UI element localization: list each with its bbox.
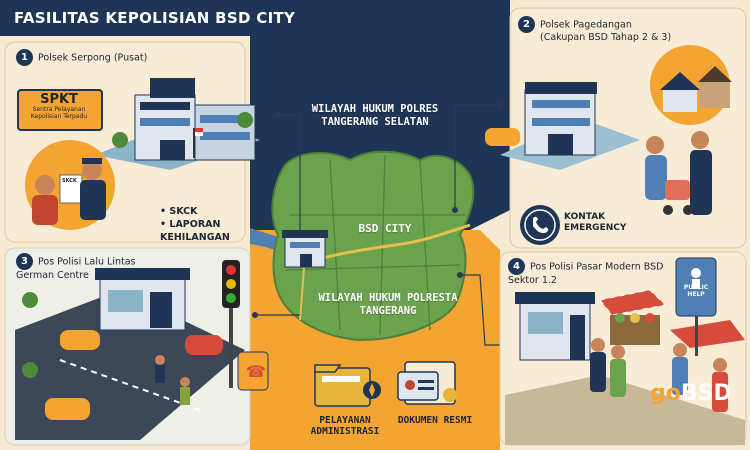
- dokumen-label: DOKUMEN RESMI: [397, 415, 473, 426]
- pasar-modern-scene: [505, 257, 745, 445]
- bsd-map-area: [271, 150, 475, 342]
- item-2-name: Polsek Pagedangan: [540, 19, 632, 31]
- folder-icon-graphic: [314, 364, 381, 407]
- skck-doc-label: SKCK: [62, 178, 77, 184]
- map-label-center: BSD CITY: [358, 222, 412, 235]
- item-4-name: Pos Polisi Pasar Modern BSD Sektor 1.2: [508, 261, 664, 286]
- polsek-pagedangan-building: [485, 82, 640, 170]
- map-label-south: WILAYAH HUKUM POLRESTA TANGERANG: [318, 292, 458, 318]
- item-2-note: (Cakupan BSD Tahap 2 & 3): [540, 32, 672, 43]
- spkt-line2: Kepolisian Terpadu: [30, 112, 88, 120]
- emergency-contact-label: KONTAK EMERGENCY: [564, 212, 627, 233]
- help-sign-line1: PUBLIC: [683, 284, 709, 291]
- item-2-number: 2: [518, 16, 535, 33]
- item-1-number: 1: [16, 49, 33, 66]
- gobsd-logo-bsd: BSD: [680, 381, 732, 406]
- gobsd-logo-go: go: [650, 381, 681, 406]
- intercom-icon: ☎: [246, 362, 266, 381]
- gobsd-logo: goBSD: [650, 383, 732, 405]
- service-list: SKCK LAPORAN KEHILANGAN: [160, 206, 250, 244]
- help-sign-line2: HELP: [687, 290, 705, 298]
- item-3-number: 3: [16, 253, 33, 270]
- spkt-line1: Sentra Pelayanan: [32, 106, 86, 114]
- item-2-label: 2 Polsek Pagedangan (Cakupan BSD Tahap 2 …: [518, 16, 738, 44]
- page-title: FASILITAS KEPOLISIAN BSD CITY: [0, 0, 318, 36]
- item-4-number: 4: [508, 258, 525, 275]
- polsek-serpong-building: [95, 78, 260, 170]
- service-skck: SKCK: [160, 206, 250, 219]
- pelayanan-label: PELAYANAN ADMINISTRASI: [310, 415, 380, 438]
- id-document-graphic: [397, 361, 457, 405]
- help-sign: PUBLIC HELP: [676, 284, 716, 299]
- item-3-name: Pos Polisi Lalu Lintas German Centre: [16, 256, 136, 281]
- item-1-name: Polsek Serpong (Pusat): [38, 52, 148, 64]
- spkt-sign: SPKT Sentra Pelayanan Kepolisian Terpadu: [20, 92, 98, 120]
- spkt-title: SPKT: [40, 92, 78, 107]
- service-laporan: LAPORAN KEHILANGAN: [160, 219, 250, 245]
- bsd-map-building: [282, 230, 328, 268]
- traffic-intersection: [15, 260, 245, 440]
- item-1-label: 1 Polsek Serpong (Pusat): [16, 49, 147, 66]
- map-label-north: WILAYAH HUKUM POLRES TANGERANG SELATAN: [311, 103, 439, 129]
